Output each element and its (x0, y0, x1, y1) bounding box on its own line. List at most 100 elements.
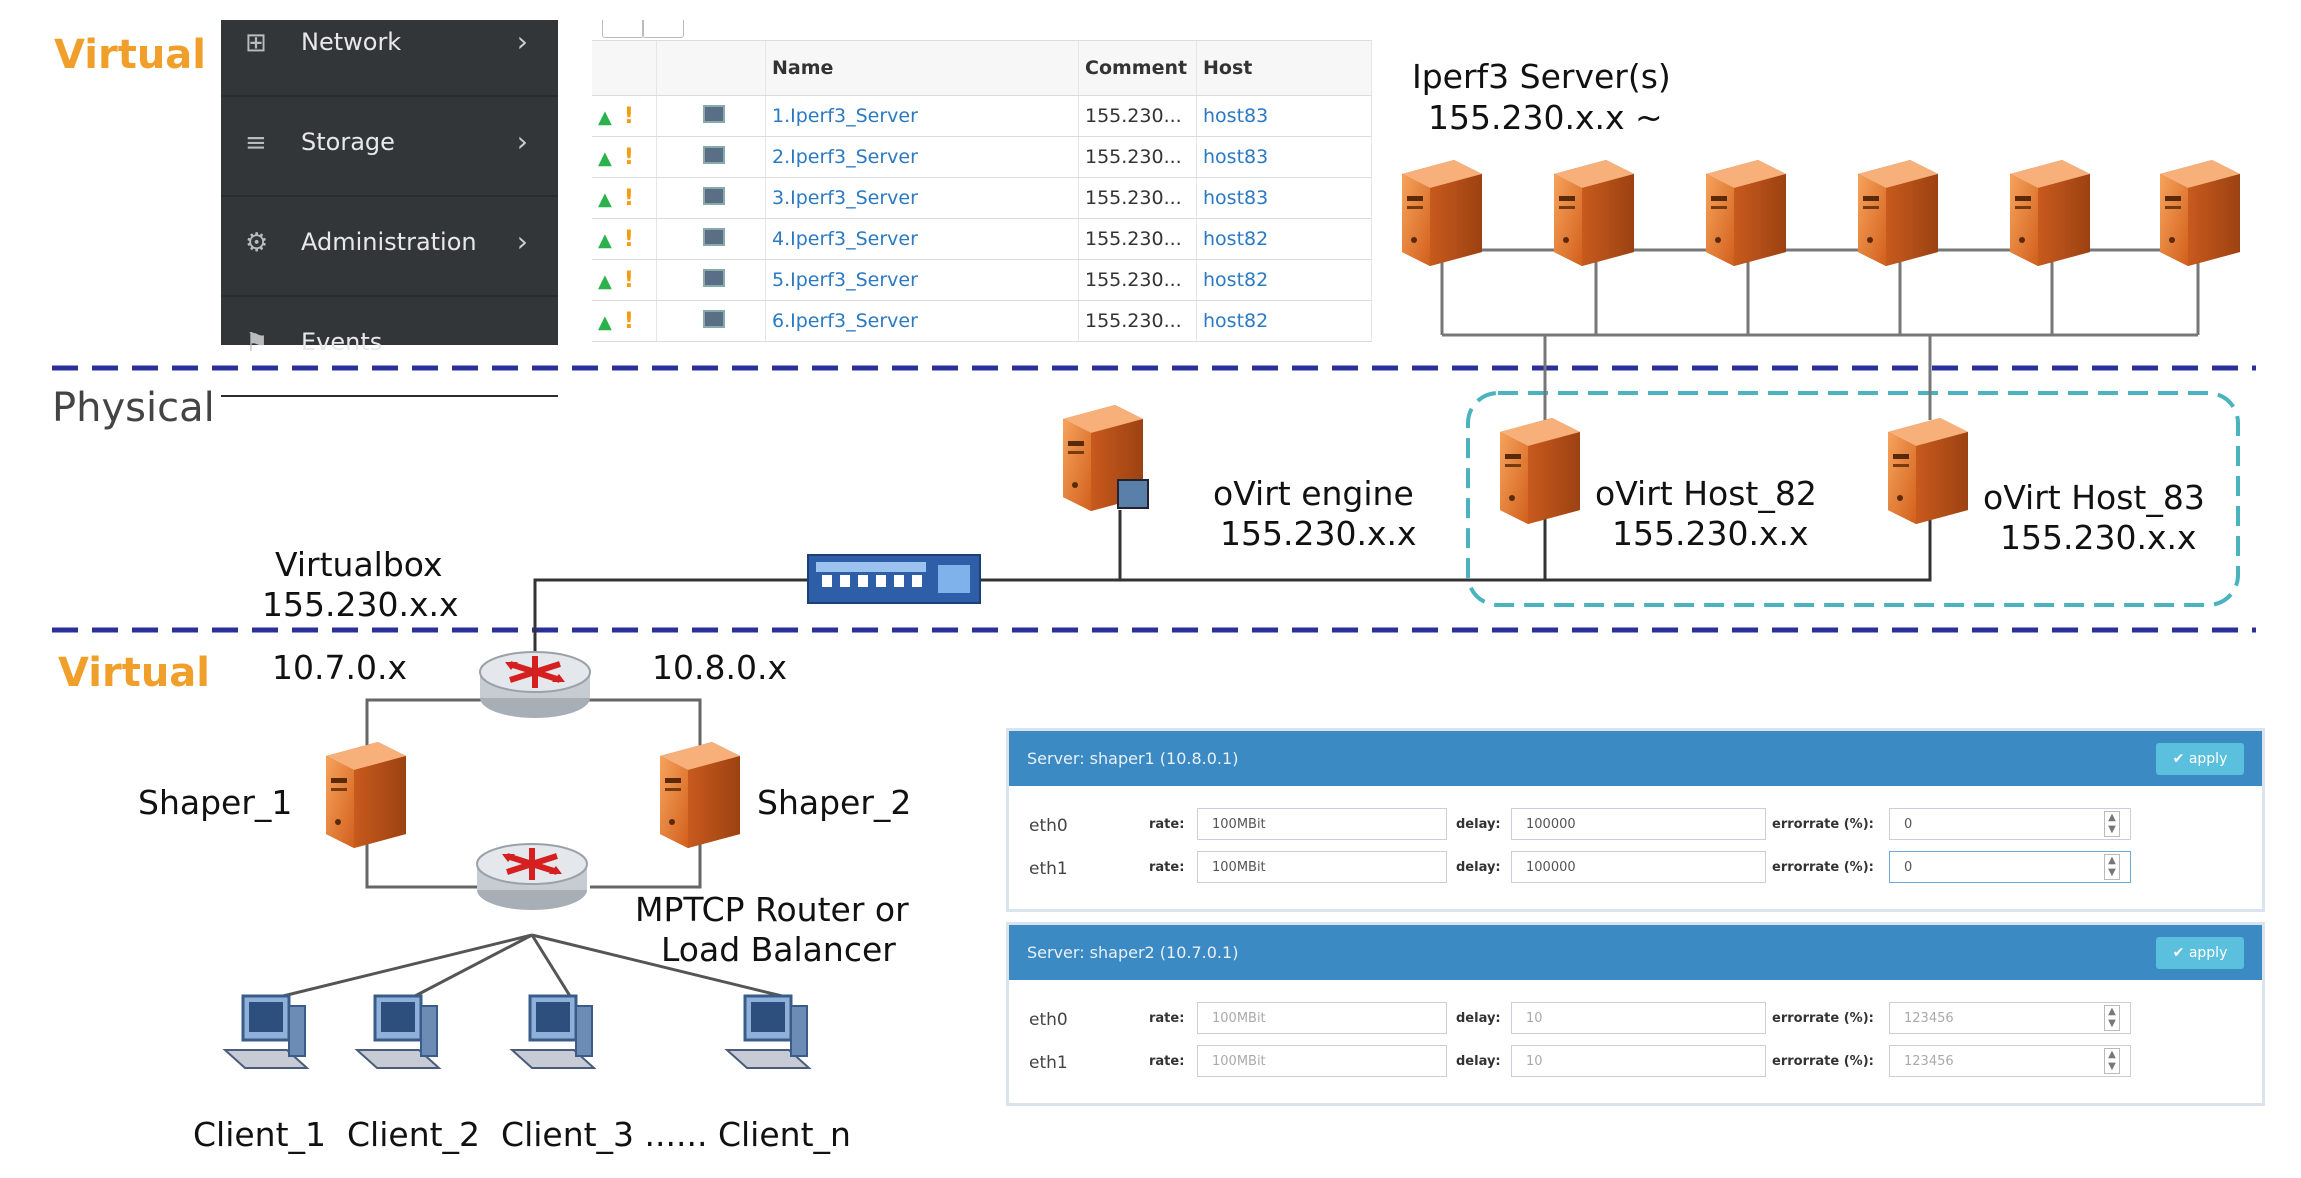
spinner-icon[interactable]: ▲▼ (2104, 1005, 2120, 1031)
vm-comment: 155.230... (1078, 300, 1197, 342)
column-header-host[interactable]: Host (1196, 41, 1372, 96)
table-row[interactable]: ▲! 2.Iperf3_Server 155.230... host83 (592, 136, 1372, 178)
chevron-right-icon: › (516, 25, 528, 58)
panel-header: Server: shaper2 (10.7.0.1) ✔ apply (1009, 925, 2262, 980)
column-header-name[interactable]: Name (765, 41, 1079, 96)
table-row[interactable]: ▲! 5.Iperf3_Server 155.230... host82 (592, 259, 1372, 301)
table-header-row: Name Comment Host (592, 41, 1372, 96)
interface-label: eth1 (1029, 859, 1068, 879)
vm-host-link[interactable]: host83 (1196, 177, 1372, 219)
delay-input[interactable]: 10 (1511, 1002, 1766, 1034)
delay-label: delay: (1456, 860, 1501, 875)
sidebar-item-label: Network (301, 28, 402, 56)
rate-label: rate: (1149, 1054, 1185, 1069)
vm-icon (703, 104, 725, 123)
apply-button[interactable]: ✔ apply (2156, 937, 2244, 969)
vm-icon (703, 309, 725, 328)
vm-name-link[interactable]: 4.Iperf3_Server (765, 218, 1079, 260)
sidebar-item-events[interactable]: ⚑ Events (221, 295, 558, 397)
table-row[interactable]: ▲! 3.Iperf3_Server 155.230... host83 (592, 177, 1372, 219)
mptcp-router-label-line2: Load Balancer (661, 930, 896, 969)
vm-host-link[interactable]: host82 (1196, 300, 1372, 342)
type-column-header (656, 41, 766, 96)
chevron-right-icon: › (516, 225, 528, 258)
grid-toolbar (592, 20, 1372, 41)
vm-host-link[interactable]: host83 (1196, 136, 1372, 178)
sidebar-item-storage[interactable]: ≡ Storage › (221, 95, 558, 197)
virtualbox-label: Virtualbox (275, 545, 443, 584)
storage-icon: ≡ (245, 128, 267, 158)
flag-icon: ⚑ (245, 328, 269, 358)
vm-name-link[interactable]: 1.Iperf3_Server (765, 95, 1079, 137)
warning-icon: ! (623, 226, 634, 252)
errorrate-input[interactable]: 0 (1889, 808, 2131, 840)
vm-name-link[interactable]: 3.Iperf3_Server (765, 177, 1079, 219)
ovirt-host83-ip: 155.230.x.x (2000, 518, 2197, 557)
switch-device (807, 554, 981, 604)
delay-input[interactable]: 100000 (1511, 808, 1766, 840)
sidebar-item-label: Storage (301, 128, 395, 156)
interface-row: eth0 rate: 100MBit delay: 10 errorrate (… (1009, 1000, 2262, 1040)
table-row[interactable]: ▲! 1.Iperf3_Server 155.230... host83 (592, 95, 1372, 137)
zone-label-virtual-bottom: Virtual (58, 650, 210, 696)
column-header-comment[interactable]: Comment (1078, 41, 1197, 96)
virtualbox-ip: 155.230.x.x (262, 585, 459, 624)
gear-icon: ⚙ (245, 228, 269, 258)
errorrate-label: errorrate (%): (1772, 1011, 1874, 1026)
iperf-servers-ip: 155.230.x.x ~ (1428, 98, 1663, 137)
warning-icon: ! (623, 103, 634, 129)
vm-host-link[interactable]: host83 (1196, 95, 1372, 137)
errorrate-label: errorrate (%): (1772, 860, 1874, 875)
vm-icon (703, 145, 725, 164)
sidebar-item-network[interactable]: ⊞ Network › (221, 0, 558, 97)
vm-host-link[interactable]: host82 (1196, 218, 1372, 260)
errorrate-input[interactable]: 123456 (1889, 1045, 2131, 1077)
interface-row: eth1 rate: 100MBit delay: 100000 errorra… (1009, 849, 2262, 889)
toolbar-button[interactable] (642, 20, 684, 38)
vm-name-link[interactable]: 2.Iperf3_Server (765, 136, 1079, 178)
rate-label: rate: (1149, 1011, 1185, 1026)
spinner-icon[interactable]: ▲▼ (2104, 1048, 2120, 1074)
vm-comment: 155.230... (1078, 177, 1197, 219)
shaper1-label: Shaper_1 (138, 783, 293, 822)
spinner-icon[interactable]: ▲▼ (2104, 854, 2120, 880)
vm-grid: Name Comment Host ▲! 1.Iperf3_Server 155… (592, 20, 1372, 345)
table-row[interactable]: ▲! 4.Iperf3_Server 155.230... host82 (592, 218, 1372, 260)
errorrate-input[interactable]: 0 (1889, 851, 2131, 883)
rate-input[interactable]: 100MBit (1197, 1002, 1447, 1034)
ovirt-engine-label: oVirt engine (1213, 474, 1414, 513)
errorrate-input[interactable]: 123456 (1889, 1002, 2131, 1034)
vm-name-link[interactable]: 6.Iperf3_Server (765, 300, 1079, 342)
panel-header: Server: shaper1 (10.8.0.1) ✔ apply (1009, 731, 2262, 786)
delay-input[interactable]: 10 (1511, 1045, 1766, 1077)
sidebar-item-label: Events (301, 328, 383, 356)
delay-label: delay: (1456, 1054, 1501, 1069)
apply-button[interactable]: ✔ apply (2156, 743, 2244, 775)
ovirt-engine-ip: 155.230.x.x (1220, 514, 1417, 553)
vm-name-link[interactable]: 5.Iperf3_Server (765, 259, 1079, 301)
refresh-button[interactable] (602, 20, 644, 38)
delay-input[interactable]: 100000 (1511, 851, 1766, 883)
warning-icon: ! (623, 267, 634, 293)
interface-label: eth0 (1029, 1010, 1068, 1030)
shaper2-label: Shaper_2 (757, 783, 912, 822)
delay-label: delay: (1456, 1011, 1501, 1026)
spinner-icon[interactable]: ▲▼ (2104, 811, 2120, 837)
chevron-right-icon: › (516, 125, 528, 158)
warning-icon: ! (623, 144, 634, 170)
sidebar-item-administration[interactable]: ⚙ Administration › (221, 195, 558, 297)
warning-icon: ! (623, 185, 634, 211)
shaper2-panel: Server: shaper2 (10.7.0.1) ✔ apply eth0 … (1006, 922, 2265, 1106)
delay-label: delay: (1456, 817, 1501, 832)
rate-input[interactable]: 100MBit (1197, 1045, 1447, 1077)
vm-comment: 155.230... (1078, 218, 1197, 260)
up-arrow-icon: ▲ (598, 147, 612, 169)
errorrate-label: errorrate (%): (1772, 1054, 1874, 1069)
ovirt-sidebar: ⊞ Network › ≡ Storage › ⚙ Administration… (221, 20, 558, 397)
table-row[interactable]: ▲! 6.Iperf3_Server 155.230... host82 (592, 300, 1372, 342)
interface-label: eth0 (1029, 816, 1068, 836)
rate-input[interactable]: 100MBit (1197, 808, 1447, 840)
vm-host-link[interactable]: host82 (1196, 259, 1372, 301)
rate-input[interactable]: 100MBit (1197, 851, 1447, 883)
